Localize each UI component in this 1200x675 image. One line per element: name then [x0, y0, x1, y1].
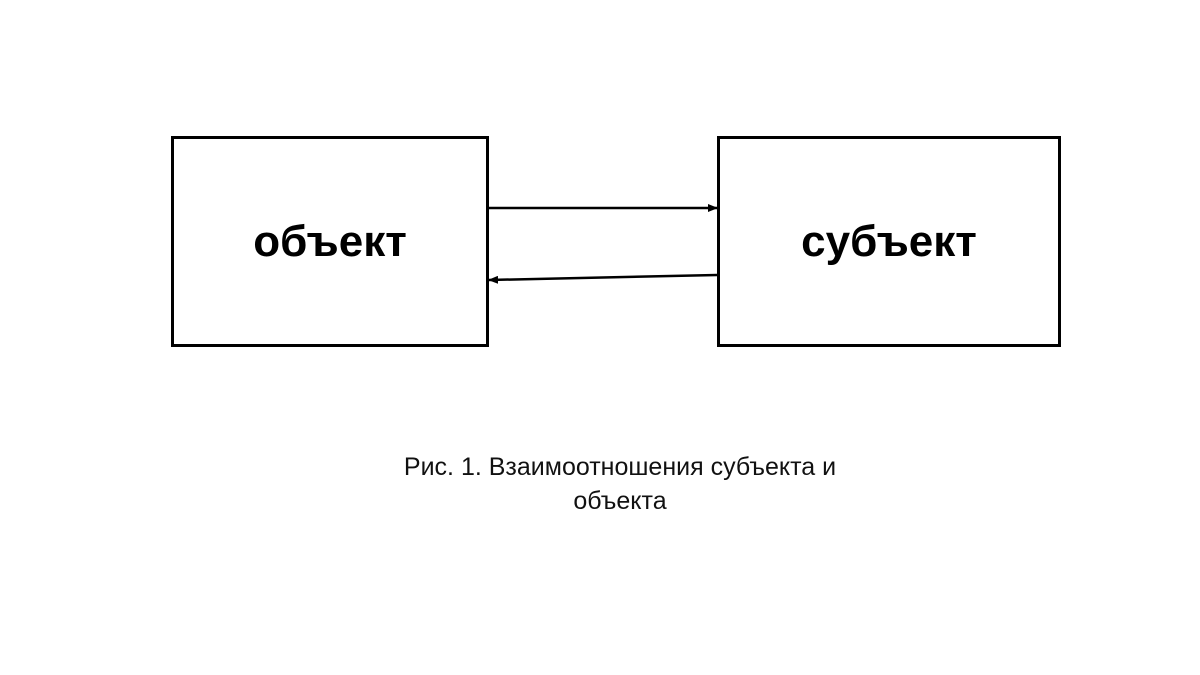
caption-line-1: Рис. 1. Взаимоотношения субъекта и	[403, 453, 837, 481]
object-box: объект	[171, 136, 489, 347]
subject-label: субъект	[801, 216, 977, 266]
object-label: объект	[253, 216, 407, 266]
arrow-subject-to-object	[488, 273, 718, 284]
figure-caption: Рис. 1. Взаимоотношения субъекта и объек…	[340, 450, 900, 518]
subject-box: субъект	[717, 136, 1061, 347]
caption-line-2: объекта	[573, 487, 667, 515]
